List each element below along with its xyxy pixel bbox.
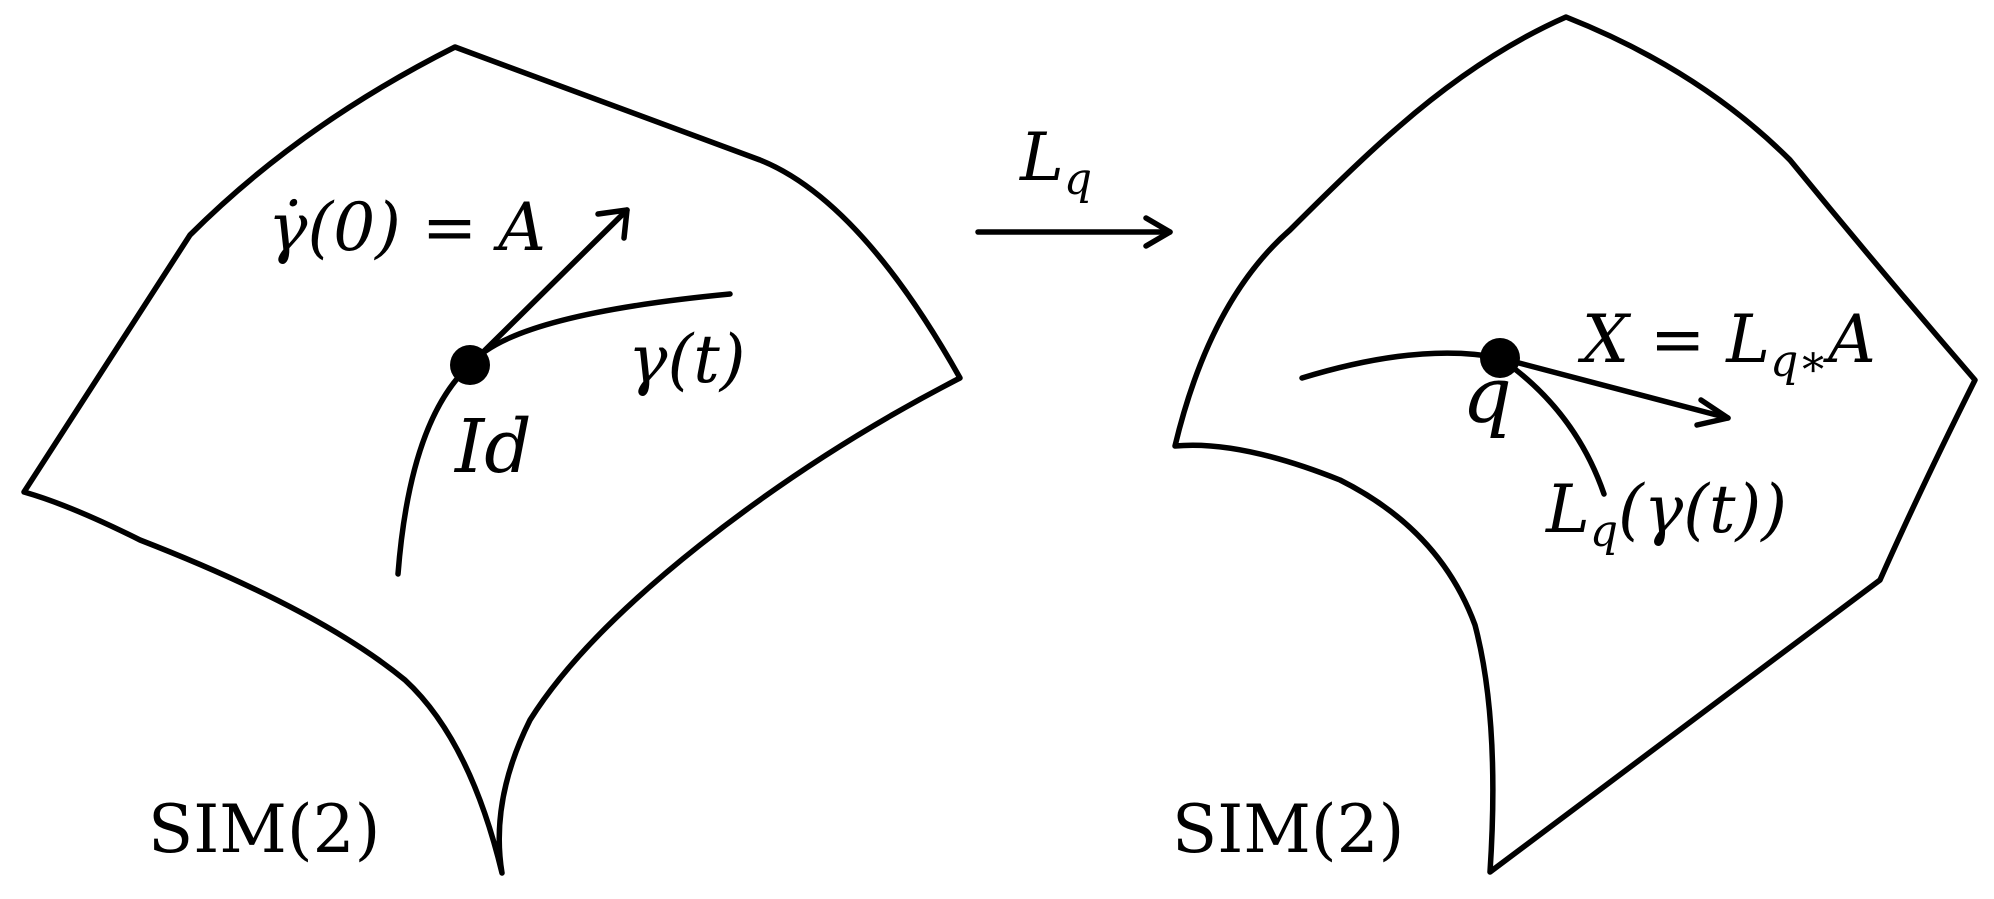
translated-curve-label-sub: q	[1590, 506, 1618, 557]
tangent-label: γ̇(0) = A	[268, 189, 546, 266]
point-q	[1480, 338, 1520, 378]
translated-vector-arrowhead	[1694, 397, 1731, 428]
map-label-main: L	[1019, 119, 1064, 196]
vector-label-rest: A	[1822, 301, 1876, 378]
map-arrow-head	[1143, 215, 1173, 249]
identity-point	[450, 345, 490, 385]
left-manifold: γ̇(0) = A γ(t) Id SIM(2)	[21, 44, 963, 876]
gamma-curve-label: γ(t)	[628, 321, 745, 398]
vector-label-sub: q∗	[1770, 336, 1828, 387]
left-translation-map: Lq	[975, 119, 1173, 249]
translated-vector	[1497, 355, 1731, 421]
translated-curve-label-rest: (γ(t))	[1618, 471, 1787, 548]
right-manifold: X = Lq∗A q Lq(γ(t)) SIM(2)	[1172, 14, 1978, 875]
translated-curve-label-main: L	[1545, 471, 1590, 548]
tangent-vector	[467, 207, 630, 368]
left-group-label: SIM(2)	[148, 791, 380, 868]
translated-curve-label: Lq(γ(t))	[1545, 471, 1787, 557]
vector-label: X = Lq∗A	[1577, 301, 1876, 387]
point-q-label: q	[1462, 351, 1512, 441]
map-label-sub: q	[1064, 154, 1092, 205]
tangent-vector-arrowhead	[595, 207, 630, 241]
right-manifold-outline	[1172, 14, 1978, 875]
identity-label: Id	[453, 404, 532, 490]
map-label: Lq	[1019, 119, 1092, 205]
right-group-label: SIM(2)	[1172, 791, 1404, 868]
vector-label-main: X = L	[1577, 301, 1770, 378]
left-manifold-outline	[21, 44, 963, 876]
